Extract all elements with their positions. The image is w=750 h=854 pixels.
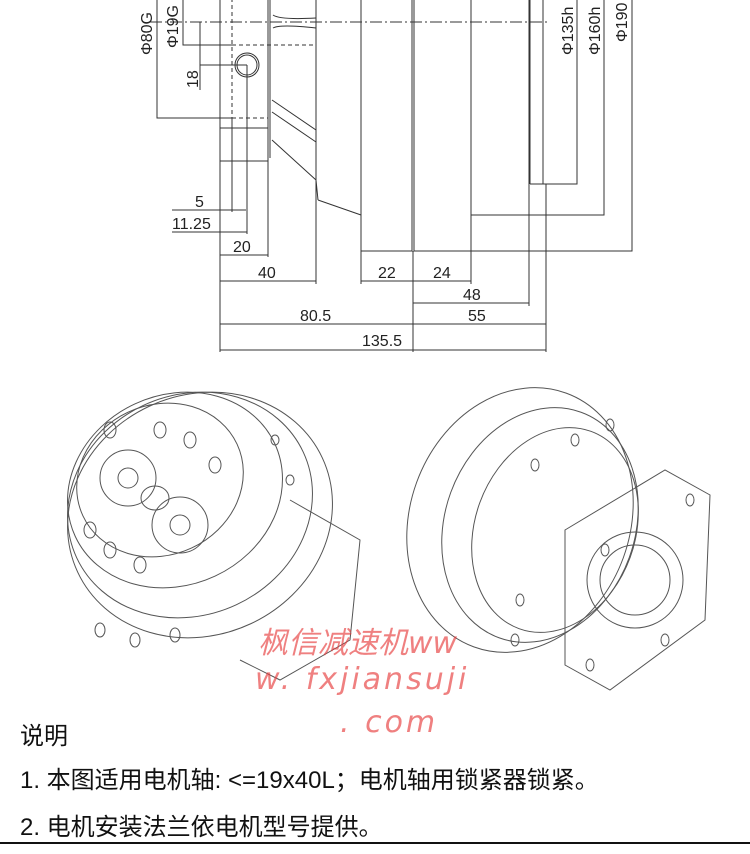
dim-40: 40 <box>258 265 276 282</box>
bottom-divider <box>0 842 750 844</box>
label-phi135: Φ135h <box>560 7 577 55</box>
dim-24: 24 <box>433 265 451 282</box>
label-phi160: Φ160h <box>587 7 604 55</box>
dim-11-25: 11.25 <box>172 216 211 233</box>
dim-5: 5 <box>195 194 204 211</box>
dim-135-5: 135.5 <box>362 333 402 350</box>
dim-48: 48 <box>463 287 481 304</box>
notes-title: 说明 <box>20 723 68 750</box>
dim-20: 20 <box>233 239 251 256</box>
note-item-1: 1. 本图适用电机轴: <=19x40L；电机轴用锁紧器锁紧。 <box>20 767 599 794</box>
isometric-view-input-side <box>406 387 711 691</box>
dim-22: 22 <box>378 265 396 282</box>
isometric-view-output-side <box>67 391 361 681</box>
label-18: 18 <box>185 70 202 88</box>
side-view <box>150 0 633 352</box>
label-phi190: Φ190 <box>614 2 631 42</box>
dim-55: 55 <box>468 308 486 325</box>
label-phi80: Φ80G <box>139 12 156 55</box>
watermark-line-2: w. fxjiansuji <box>255 662 470 697</box>
note-item-2: 2. 电机安装法兰依电机型号提供。 <box>20 814 383 841</box>
motor-flange-square <box>564 469 711 691</box>
technical-drawing: 5 11.25 20 40 22 24 48 80.5 55 135.5 Φ80… <box>67 0 711 691</box>
label-phi19: Φ19G <box>165 5 182 48</box>
motor-flange <box>219 0 269 162</box>
watermark-line-3: . com <box>340 705 439 740</box>
watermark-line-1: 枫信减速机ww <box>258 626 458 661</box>
dim-80-5: 80.5 <box>300 308 331 325</box>
